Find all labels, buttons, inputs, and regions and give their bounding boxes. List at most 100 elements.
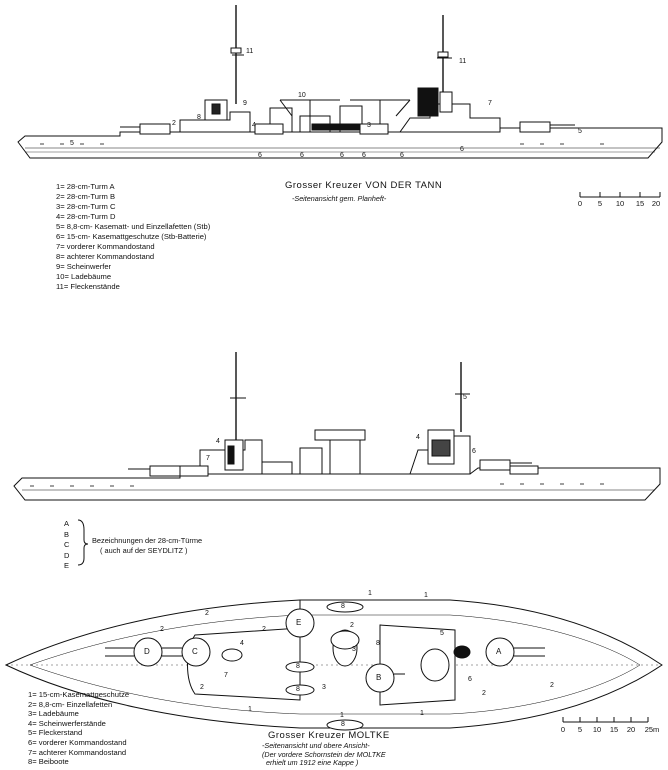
deck-callout: 8 [341, 603, 345, 610]
legend-item: 8= Beiboote [28, 757, 69, 767]
deck-callout: 5 [440, 630, 444, 637]
main-turrets [120, 121, 575, 135]
moltke-side-callout: 7 [206, 455, 210, 462]
vdt-callout: 5 [70, 140, 74, 147]
moltke-side-view [13, 352, 661, 501]
moltke-side-callout: 4 [416, 434, 420, 441]
turret-letter-brace [77, 519, 89, 566]
vdt-callout: 7 [488, 100, 492, 107]
legend-item: 11= Fleckenstände [56, 282, 120, 291]
legend-item: 7= achterer Kommandostand [28, 747, 127, 757]
vdt-callout: 4 [252, 122, 256, 129]
deck-callout: 1 [248, 706, 252, 713]
moltke-top-turrets [105, 600, 545, 693]
legend-item: 6= vorderer Kommandostand [28, 737, 127, 747]
scale-tick-label: 10 [615, 199, 625, 208]
vdt-callout: 3 [367, 122, 371, 129]
moltke-top-view [4, 599, 663, 731]
deck-callout: 8 [296, 663, 300, 670]
deck-callout: 2 [160, 626, 164, 633]
deck-turret-letter: E [296, 618, 302, 627]
moltke-side-turrets [128, 459, 539, 477]
vdt-callout: 2 [172, 120, 176, 127]
deck-callout: 1 [368, 590, 372, 597]
vdt-callout: 11 [246, 48, 254, 55]
moltke-legend: 1= 15-cm-Kasemattgeschutze 2= 8,8-cm- Ei… [28, 690, 129, 767]
scale-tick-label: 15 [635, 199, 645, 208]
vdt-title: Grosser Kreuzer VON DER TANN [285, 180, 443, 191]
deck-callout: 8 [341, 721, 345, 728]
scale-tick-label: 15 [609, 725, 619, 734]
deck-callout: 2 [482, 690, 486, 697]
legend-item: 4= 28-cm-Turm D [56, 212, 116, 221]
deck-turret-letter: A [496, 647, 502, 656]
deck-callout: 2 [200, 684, 204, 691]
turret-letter: D [64, 550, 70, 560]
legend-item: 1= 28-cm-Turm A [56, 182, 115, 191]
scale-tick-label: 10 [592, 725, 602, 734]
vdt-callout: 6 [400, 152, 404, 159]
vdt-callout: 6 [258, 152, 262, 159]
moltke-side-callout: 5 [463, 394, 467, 401]
vdt-callout: 9 [243, 100, 247, 107]
deck-callout: 1 [340, 712, 344, 719]
deck-turret-letter: B [376, 673, 382, 682]
deck-callout: 4 [240, 640, 244, 647]
moltke-scale-bar [562, 717, 649, 723]
turret-note-line: ( auch auf der SEYDLITZ ) [100, 545, 188, 555]
legend-item: 9= Scheinwerfer [56, 262, 112, 271]
legend-item: 6= 15-cm- Kasemattgeschutze (Stb-Batteri… [56, 232, 207, 241]
turret-letter: A [64, 519, 70, 528]
vdt-legend: 1= 28-cm-Turm A 2= 28-cm-Turm B 3= 28-cm… [56, 182, 210, 292]
turret-letter-list: A B C D E [64, 519, 69, 572]
von-der-tann-side-view [17, 5, 663, 159]
deck-callout: 2 [550, 682, 554, 689]
scale-tick-label: 20 [626, 725, 636, 734]
legend-item: 4= Scheinwerferstände [28, 718, 106, 728]
moltke-subtitle: -Seitenansicht und obere Ansicht- (Der v… [262, 741, 386, 768]
turret-note: Bezeichnungen der 28-cm-Türme ( auch auf… [92, 536, 202, 555]
legend-item: 1= 15-cm-Kasemattgeschutze [28, 690, 130, 699]
moltke-subtitle-line: erhielt um 1912 eine Kappe ) [266, 758, 359, 768]
vdt-callout: 11 [459, 58, 467, 65]
deck-callout: 2 [262, 626, 266, 633]
deck-callout: 8 [376, 640, 380, 647]
deck-callout: 3 [322, 684, 326, 691]
legend-item: 3= 28-cm-Turm C [56, 202, 116, 211]
moltke-subtitle-line: -Seitenansicht und obere Ansicht- [262, 741, 370, 750]
deck-callout: 7 [224, 672, 228, 679]
vdt-subtitle: -Seitenansicht gem. Planheft- [292, 194, 387, 203]
legend-item: 2= 28-cm-Turm B [56, 192, 116, 201]
deck-turret-letter: C [192, 647, 198, 656]
moltke-side-callout: 6 [472, 448, 476, 455]
vdt-callout: 10 [298, 92, 306, 99]
vdt-callout: 6 [300, 152, 304, 159]
vdt-callout: 6 [340, 152, 344, 159]
deck-callout: 2 [350, 622, 354, 629]
legend-item: 5= Fleckerstand [28, 728, 83, 738]
moltke-subtitle-line: (Der vordere Schornstein der MOLTKE [262, 749, 386, 759]
moltke-portholes [30, 483, 604, 487]
deck-callout: 6 [468, 676, 472, 683]
vdt-callout: 6 [460, 146, 464, 153]
legend-item: 2= 8,8-cm- Einzellafetten [28, 699, 113, 709]
deck-callout: 3 [352, 646, 356, 653]
legend-item: 10= Ladebäume [56, 272, 112, 281]
scale-tick-label: 25m [644, 725, 660, 734]
deck-callout: 8 [296, 686, 300, 693]
turret-letter: E [64, 561, 70, 571]
scale-tick-label: 0 [577, 199, 583, 208]
moltke-title: Grosser Kreuzer MOLTKE [268, 730, 390, 741]
legend-item: 3= Ladebäume [28, 709, 79, 719]
deck-callout: 2 [205, 610, 209, 617]
vdt-scale-bar [579, 192, 661, 198]
moltke-side-callout: 4 [216, 438, 220, 445]
scale-tick-label: 20 [651, 199, 661, 208]
turret-letter: B [64, 529, 70, 539]
legend-item: 7= vorderer Kommandostand [56, 242, 155, 251]
legend-item: 5= 8,8-cm- Kasematt- und Einzellafetten … [56, 222, 211, 231]
scale-tick-label: 5 [597, 199, 603, 208]
legend-item: 8= achterer Kommandostand [56, 252, 155, 261]
scale-tick-label: 0 [560, 725, 566, 734]
